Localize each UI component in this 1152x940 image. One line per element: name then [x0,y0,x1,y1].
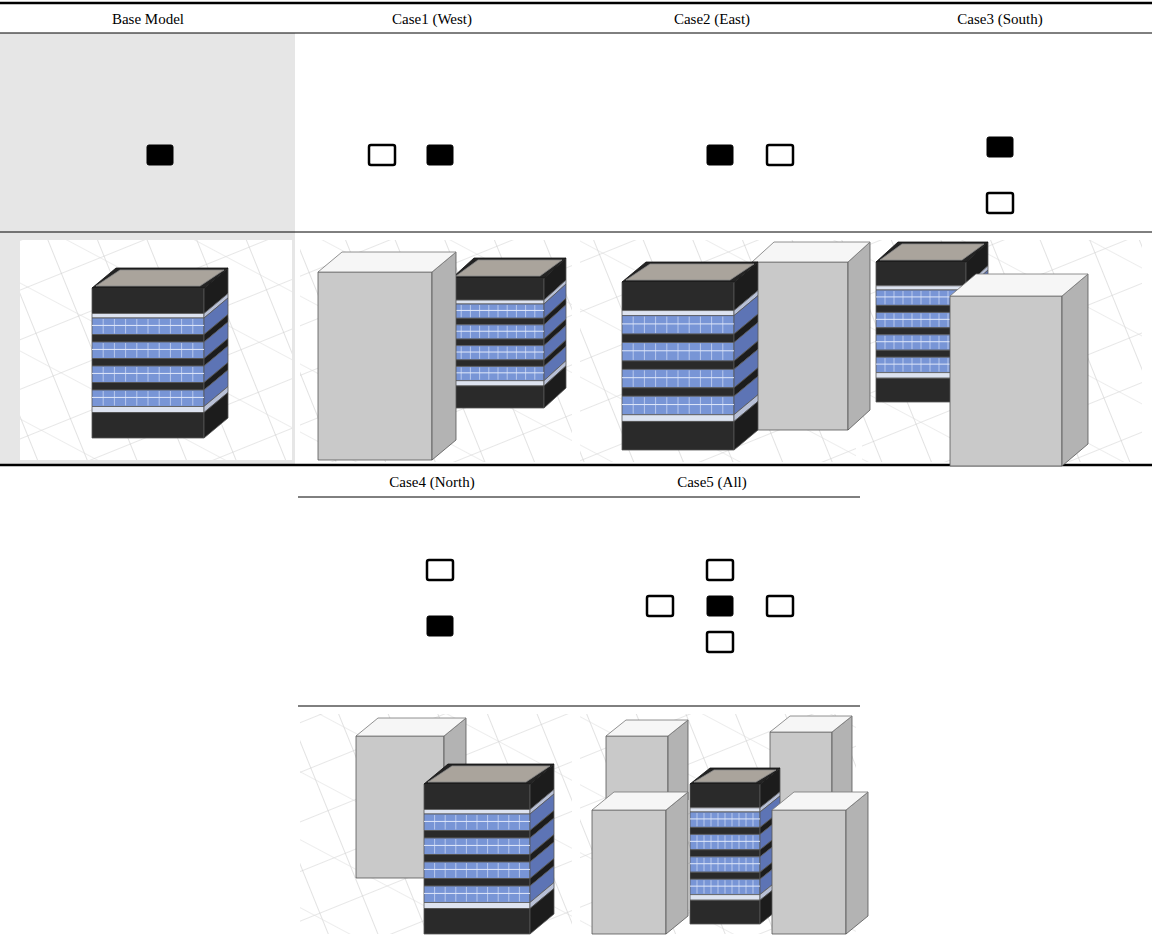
column-header: Case4 (North) [389,473,474,491]
neighbour-block [318,252,456,460]
target-building [147,145,173,165]
target-building [987,137,1013,157]
target-building-model [622,262,758,450]
neighbour-building [369,145,395,165]
neighbour-block [950,274,1088,466]
target-building-model [92,268,228,438]
target-building-model [690,768,780,924]
target-building-model [452,258,566,408]
neighbour-building [647,596,673,616]
column-header: Case1 (West) [392,10,472,28]
neighbour-block [752,242,870,430]
neighbour-block [772,792,868,934]
neighbour-building [707,632,733,652]
column-header: Case5 (All) [677,473,747,491]
building-renders [20,240,1142,934]
neighbour-building [707,560,733,580]
neighbour-building [767,145,793,165]
target-building [707,596,733,616]
target-building [427,145,453,165]
target-building-model [424,764,554,934]
column-header: Case3 (South) [957,10,1042,28]
neighbour-block [592,792,688,934]
column-header: Base Model [112,10,184,28]
neighbour-building [427,560,453,580]
neighbour-building [767,596,793,616]
neighbour-building [987,193,1013,213]
target-building [427,616,453,636]
base-column-shade [0,33,295,465]
column-header: Case2 (East) [674,10,750,28]
target-building [707,145,733,165]
